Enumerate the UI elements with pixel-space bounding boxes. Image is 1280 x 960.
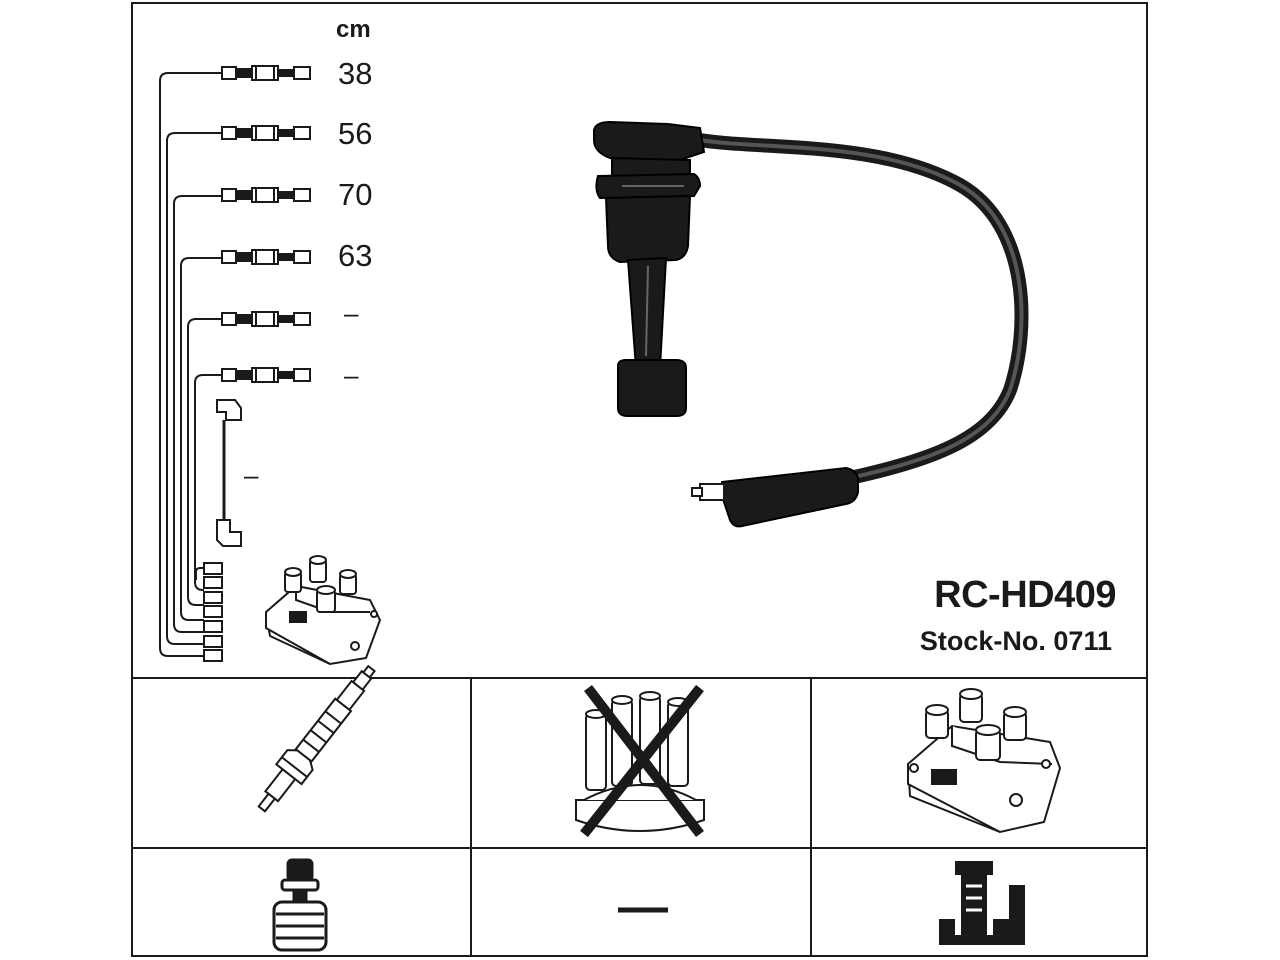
coil-terminal-icon — [939, 861, 1025, 945]
spark-plug-icon — [257, 664, 376, 813]
cable-length-2: 56 — [338, 116, 373, 151]
ignition-coil-icon — [906, 688, 1062, 834]
cable-length-5: – — [344, 298, 359, 328]
unit-label: cm — [336, 16, 371, 43]
divider-main — [131, 677, 1148, 679]
cable-length-1: 38 — [338, 56, 373, 91]
cable-connectors — [221, 65, 311, 383]
distributor-cap-crossed-icon — [575, 684, 705, 838]
divider-col-1 — [470, 677, 472, 957]
coil-lead-length: – — [244, 460, 259, 490]
plug-terminal-icon — [272, 858, 328, 952]
cable-length-3: 70 — [338, 177, 373, 212]
cable-length-6: – — [344, 360, 359, 390]
cable-length-4: 63 — [338, 238, 373, 273]
product-model: RC-HD409 — [934, 574, 1116, 616]
divider-col-2 — [810, 677, 812, 957]
diagram-frame — [131, 2, 1148, 957]
divider-lower — [131, 847, 1148, 849]
stock-number: Stock-No. 0711 — [919, 626, 1112, 656]
coil-boot-icon — [691, 466, 859, 528]
plug-boot-icon — [593, 120, 706, 417]
small-coil-pack-icon — [264, 555, 382, 666]
